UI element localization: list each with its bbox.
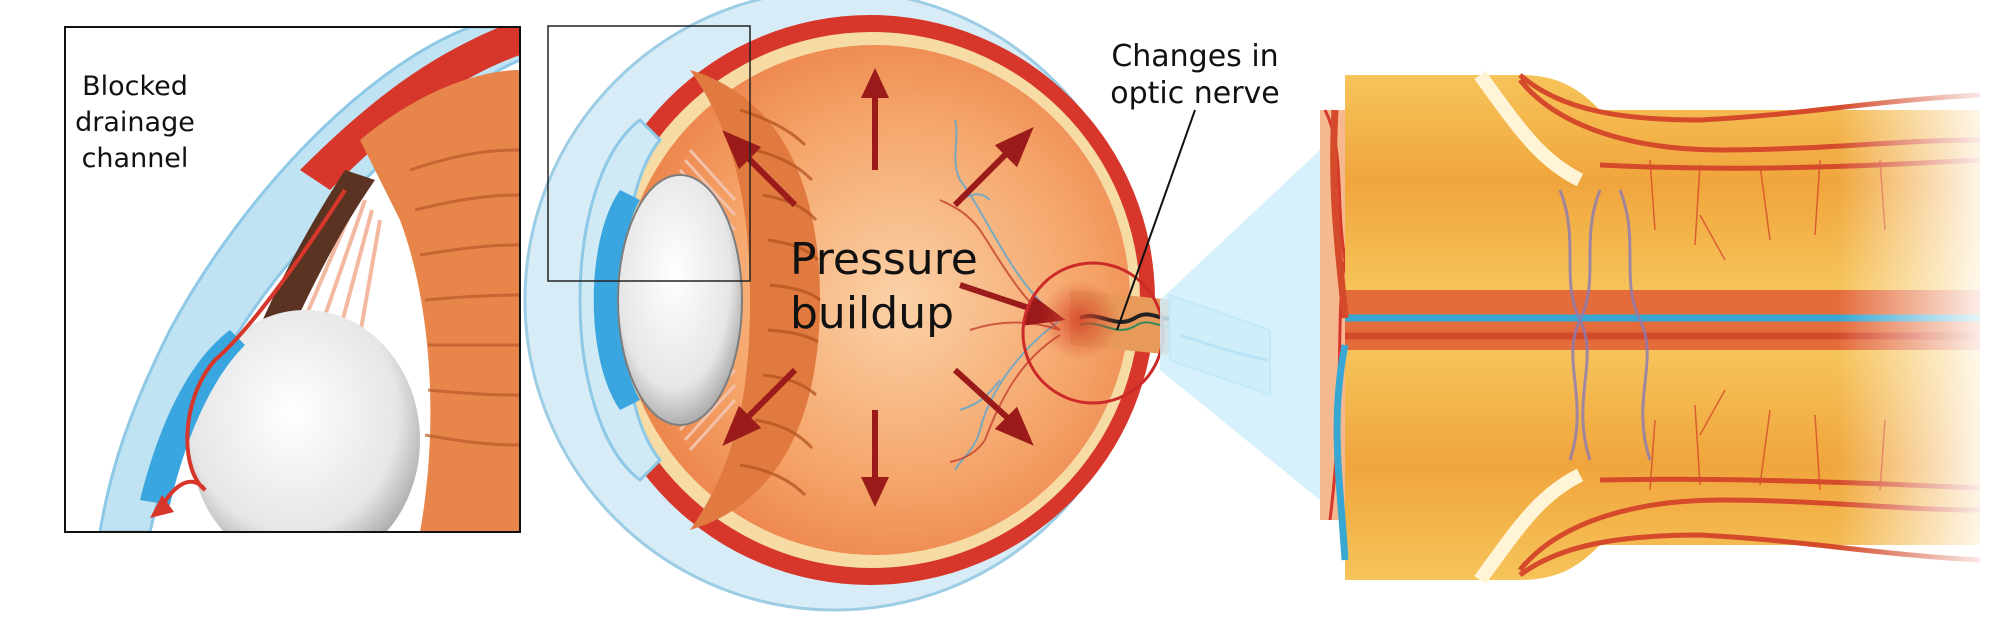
optic-nerve-leader-line	[1116, 109, 1196, 331]
pressure-line-1: Pressure	[790, 234, 978, 285]
blocked-drainage-label: Blocked drainage channel	[70, 69, 200, 177]
blocked-drainage-line-3: channel	[81, 143, 189, 174]
optic-nerve-line-1: Changes in	[1111, 39, 1279, 74]
inset-drainage-view	[64, 26, 521, 533]
blocked-drainage-line-2: drainage	[75, 107, 195, 138]
optic-nerve-line-2: optic nerve	[1110, 76, 1280, 111]
optic-nerve-label: Changes in optic nerve	[1100, 38, 1290, 112]
arrow-down-icon	[861, 410, 889, 507]
arrow-up-icon	[861, 68, 889, 170]
blocked-drainage-line-1: Blocked	[82, 71, 188, 102]
optic-nerve-closeup	[1160, 60, 2000, 600]
pressure-line-2: buildup	[790, 288, 955, 339]
zoom-box	[547, 25, 751, 282]
eye-cross-section	[523, 0, 1271, 612]
pressure-buildup-label: Pressure buildup	[790, 233, 1020, 341]
